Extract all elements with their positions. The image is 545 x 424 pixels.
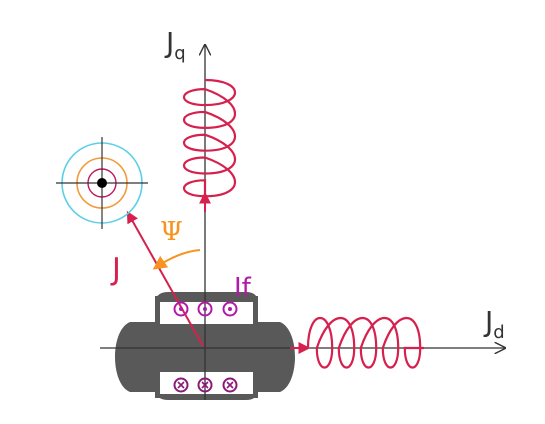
q-coil-winding	[183, 78, 236, 198]
target-center-dot	[97, 178, 107, 188]
target-symbol	[56, 137, 148, 229]
rotor-conductors	[173, 301, 238, 393]
conductor-dot	[173, 301, 189, 317]
q-axis-label: Jq	[164, 26, 186, 64]
j-vector-label: J	[110, 252, 121, 287]
conductor-dot	[222, 301, 238, 317]
conductor-cross	[222, 377, 238, 393]
d-axis-label: Jd	[483, 305, 505, 343]
d-coil-winding	[306, 317, 424, 369]
conductor-dot	[197, 301, 213, 317]
conductor-cross	[173, 377, 189, 393]
j-vector	[126, 210, 204, 347]
rotor-top-opening	[160, 302, 253, 324]
q-axis-coil	[183, 78, 236, 198]
conductor-cross	[197, 377, 213, 393]
psi-angle-arc	[152, 249, 201, 270]
field-current-label: If	[234, 273, 252, 303]
psi-angle-label: Ψ	[160, 217, 183, 247]
d-axis-coil	[306, 317, 424, 369]
